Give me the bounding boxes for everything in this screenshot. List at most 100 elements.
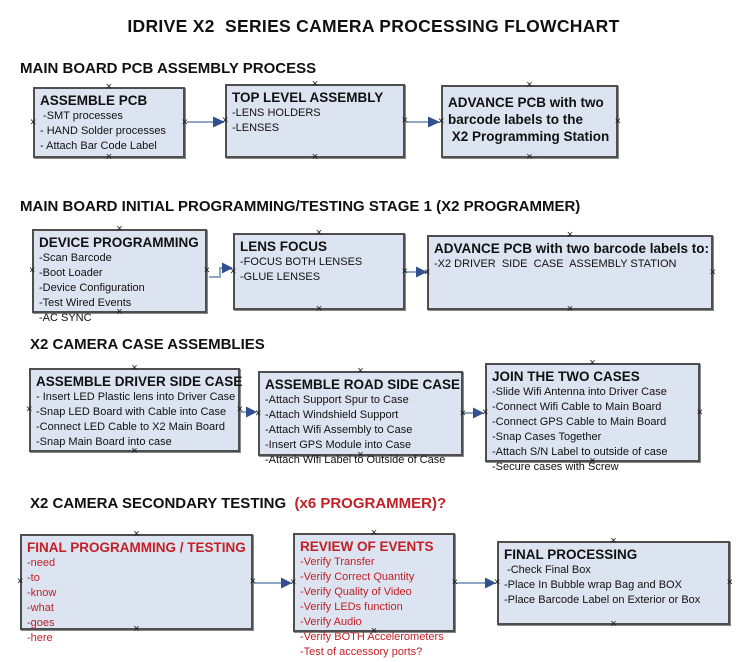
connector-arrow bbox=[241, 406, 257, 418]
connection-handle-icon[interactable]: × bbox=[181, 116, 188, 128]
connection-handle-icon[interactable]: × bbox=[709, 266, 716, 278]
node-items: -SMT processes- HAND Solder processes- A… bbox=[40, 109, 179, 154]
connection-handle-icon[interactable]: × bbox=[311, 78, 319, 90]
connection-handle-icon[interactable]: × bbox=[315, 303, 323, 315]
connection-handle-icon[interactable]: × bbox=[424, 266, 431, 278]
connection-handle-icon[interactable]: × bbox=[401, 265, 408, 277]
text-line: -Check Final Box bbox=[504, 564, 591, 576]
connection-handle-icon[interactable]: × bbox=[451, 576, 458, 588]
text-line: -Verify Transfer bbox=[300, 556, 375, 568]
connection-handle-icon[interactable]: × bbox=[29, 264, 36, 277]
section-header-case-assemblies: X2 CAMERA CASE ASSEMBLIES bbox=[30, 336, 265, 353]
text-line: -Slide Wifi Antenna into Driver Case bbox=[492, 386, 667, 398]
text-line: -Verify Correct Quantity bbox=[300, 571, 415, 583]
connection-handle-icon[interactable]: × bbox=[131, 362, 138, 374]
text-line: ADVANCE PCB with two barcode labels to: bbox=[434, 241, 710, 256]
node-items: -Attach Support Spur to Case-Attach Wind… bbox=[265, 393, 457, 468]
section-header-text: X2 CAMERA CASE ASSEMBLIES bbox=[30, 336, 265, 353]
text-line: ASSEMBLE DRIVER SIDE CASE bbox=[36, 374, 243, 389]
text-line: -Place Barcode Label on Exterior or Box bbox=[504, 594, 701, 606]
node-advance-pcb-driver-side-station[interactable]: ADVANCE PCB with two barcode labels to: … bbox=[424, 230, 716, 315]
connection-handle-icon[interactable]: × bbox=[222, 114, 229, 127]
connection-handle-icon[interactable]: × bbox=[315, 227, 323, 239]
connection-handle-icon[interactable]: × bbox=[26, 403, 33, 416]
connection-handle-icon[interactable]: × bbox=[526, 151, 533, 163]
text-line: -Place In Bubble wrap Bag and BOX bbox=[504, 579, 682, 591]
connection-handle-icon[interactable]: × bbox=[566, 229, 574, 241]
connection-handle-icon[interactable]: × bbox=[370, 625, 378, 637]
connection-handle-icon[interactable]: × bbox=[589, 357, 596, 369]
text-line: -Connect GPS Cable to Main Board bbox=[492, 416, 667, 428]
connection-handle-icon[interactable]: × bbox=[566, 303, 574, 315]
connection-handle-icon[interactable]: × bbox=[17, 575, 24, 588]
connector-arrow bbox=[209, 262, 233, 278]
node-items: -Scan Barcode-Boot Loader-Device Configu… bbox=[39, 251, 201, 326]
connection-handle-icon[interactable]: × bbox=[459, 407, 466, 419]
connection-handle-icon[interactable]: × bbox=[370, 527, 378, 539]
node-join-the-two-cases[interactable]: JOIN THE TWO CASES -Slide Wifi Antenna i… bbox=[482, 358, 703, 474]
connection-handle-icon[interactable]: × bbox=[526, 79, 533, 91]
connection-handle-icon[interactable]: × bbox=[311, 151, 319, 163]
connection-handle-icon[interactable]: × bbox=[357, 365, 364, 377]
connection-handle-icon[interactable]: × bbox=[105, 151, 113, 163]
node-title: ASSEMBLE PCB bbox=[40, 92, 179, 109]
node-assemble-pcb[interactable]: ASSEMBLE PCB -SMT processes- HAND Solder… bbox=[30, 82, 188, 163]
text-line: -Attach S/N Label to outside of case bbox=[492, 446, 668, 458]
text-line: barcode labels to the bbox=[448, 112, 584, 127]
connection-handle-icon[interactable]: × bbox=[610, 535, 617, 547]
text-line: -Snap Cases Together bbox=[492, 431, 602, 443]
node-assemble-road-side-case[interactable]: ASSEMBLE ROAD SIDE CASE -Attach Support … bbox=[255, 366, 466, 467]
node-lens-focus[interactable]: LENS FOCUS -FOCUS BOTH LENSES-GLUE LENSE… bbox=[230, 228, 408, 315]
connection-handle-icon[interactable]: × bbox=[203, 264, 210, 277]
connection-handle-icon[interactable]: × bbox=[105, 81, 113, 93]
connection-handle-icon[interactable]: × bbox=[610, 618, 617, 630]
connection-handle-icon[interactable]: × bbox=[614, 115, 621, 127]
connection-handle-icon[interactable]: × bbox=[696, 406, 703, 418]
connection-handle-icon[interactable]: × bbox=[438, 115, 445, 127]
connection-handle-icon[interactable]: × bbox=[357, 449, 364, 461]
node-top-level-assembly[interactable]: TOP LEVEL ASSEMBLY -LENS HOLDERS-LENSES … bbox=[222, 79, 408, 163]
text-line: -FOCUS BOTH LENSES bbox=[240, 256, 363, 268]
connection-handle-icon[interactable]: × bbox=[249, 575, 256, 588]
node-device-programming[interactable]: DEVICE PROGRAMMING -Scan Barcode-Boot Lo… bbox=[29, 224, 210, 325]
connection-handle-icon[interactable]: × bbox=[230, 265, 237, 277]
node-title: TOP LEVEL ASSEMBLY bbox=[232, 89, 399, 106]
node-final-programming-testing[interactable]: FINAL PROGRAMMING / TESTING -need-to-kno… bbox=[17, 529, 256, 645]
text-line: -Snap LED Board with Cable into Case bbox=[36, 406, 227, 418]
node-assemble-driver-side-case[interactable]: ASSEMBLE DRIVER SIDE CASE - Insert LED P… bbox=[26, 363, 243, 457]
text-line: -Connect LED Cable to X2 Main Board bbox=[36, 421, 225, 433]
connection-handle-icon[interactable]: × bbox=[482, 406, 489, 418]
connection-handle-icon[interactable]: × bbox=[494, 576, 501, 589]
connection-handle-icon[interactable]: × bbox=[589, 455, 596, 467]
connection-handle-icon[interactable]: × bbox=[290, 576, 297, 588]
text-line: -Insert GPS Module into Case bbox=[265, 439, 412, 451]
connection-handle-icon[interactable]: × bbox=[131, 445, 138, 457]
connection-handle-icon[interactable]: × bbox=[726, 576, 733, 589]
node-final-processing[interactable]: FINAL PROCESSING -Check Final Box -Place … bbox=[494, 536, 733, 630]
text-line: -Attach Wifi Label to Outside of Case bbox=[265, 454, 446, 466]
text-line: -Verify BOTH Accelerometers bbox=[300, 631, 444, 643]
connection-handle-icon[interactable]: × bbox=[30, 116, 37, 128]
connection-handle-icon[interactable]: × bbox=[401, 114, 408, 127]
text-line: -AC SYNC bbox=[39, 312, 92, 324]
connection-handle-icon[interactable]: × bbox=[133, 528, 140, 540]
node-title: LENS FOCUS bbox=[240, 238, 399, 255]
node-title: ASSEMBLE DRIVER SIDE CASE bbox=[36, 373, 243, 390]
node-title: DEVICE PROGRAMMING bbox=[39, 234, 201, 251]
text-line: - Insert LED Plastic lens into Driver Ca… bbox=[36, 391, 236, 403]
connection-handle-icon[interactable]: × bbox=[133, 623, 140, 635]
connection-handle-icon[interactable]: × bbox=[236, 403, 243, 416]
connection-handle-icon[interactable]: × bbox=[116, 223, 123, 235]
text-line: FINAL PROCESSING bbox=[504, 547, 638, 562]
text-line: REVIEW OF EVENTS bbox=[300, 539, 434, 554]
node-review-of-events[interactable]: REVIEW OF EVENTS -Verify Transfer -Verify… bbox=[290, 528, 458, 659]
connection-handle-icon[interactable]: × bbox=[255, 407, 262, 419]
connector-arrow bbox=[406, 266, 427, 278]
text-line: LENS FOCUS bbox=[240, 239, 328, 254]
connection-handle-icon[interactable]: × bbox=[116, 306, 123, 318]
connector-arrow bbox=[187, 116, 225, 128]
